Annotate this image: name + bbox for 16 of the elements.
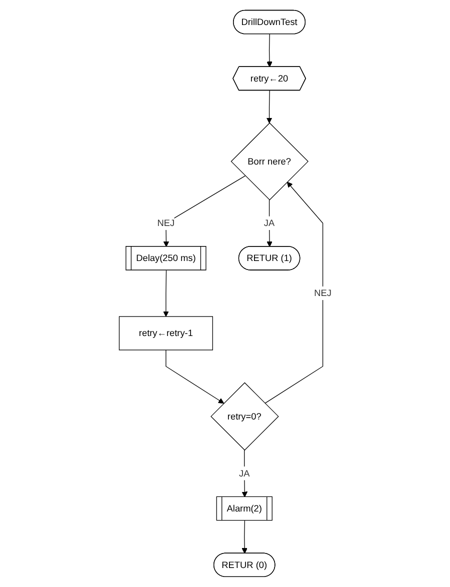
arrow <box>241 450 248 498</box>
arrow <box>264 182 323 404</box>
arrow <box>266 90 272 124</box>
arrow <box>266 200 272 247</box>
arrow <box>266 34 272 68</box>
node-box: retry←retry-1 <box>118 316 213 350</box>
node-diamond: Borr nere? <box>230 122 308 200</box>
node-diamond: retry=0? <box>210 382 278 451</box>
edge-label: NEJ <box>156 218 174 228</box>
arrow <box>241 520 248 554</box>
edge-label: JA <box>238 468 250 478</box>
edge-label: NEJ <box>314 288 332 298</box>
arrow <box>162 175 246 247</box>
arrow <box>162 270 168 317</box>
edge-label: JA <box>264 218 274 228</box>
arrow <box>165 350 224 404</box>
